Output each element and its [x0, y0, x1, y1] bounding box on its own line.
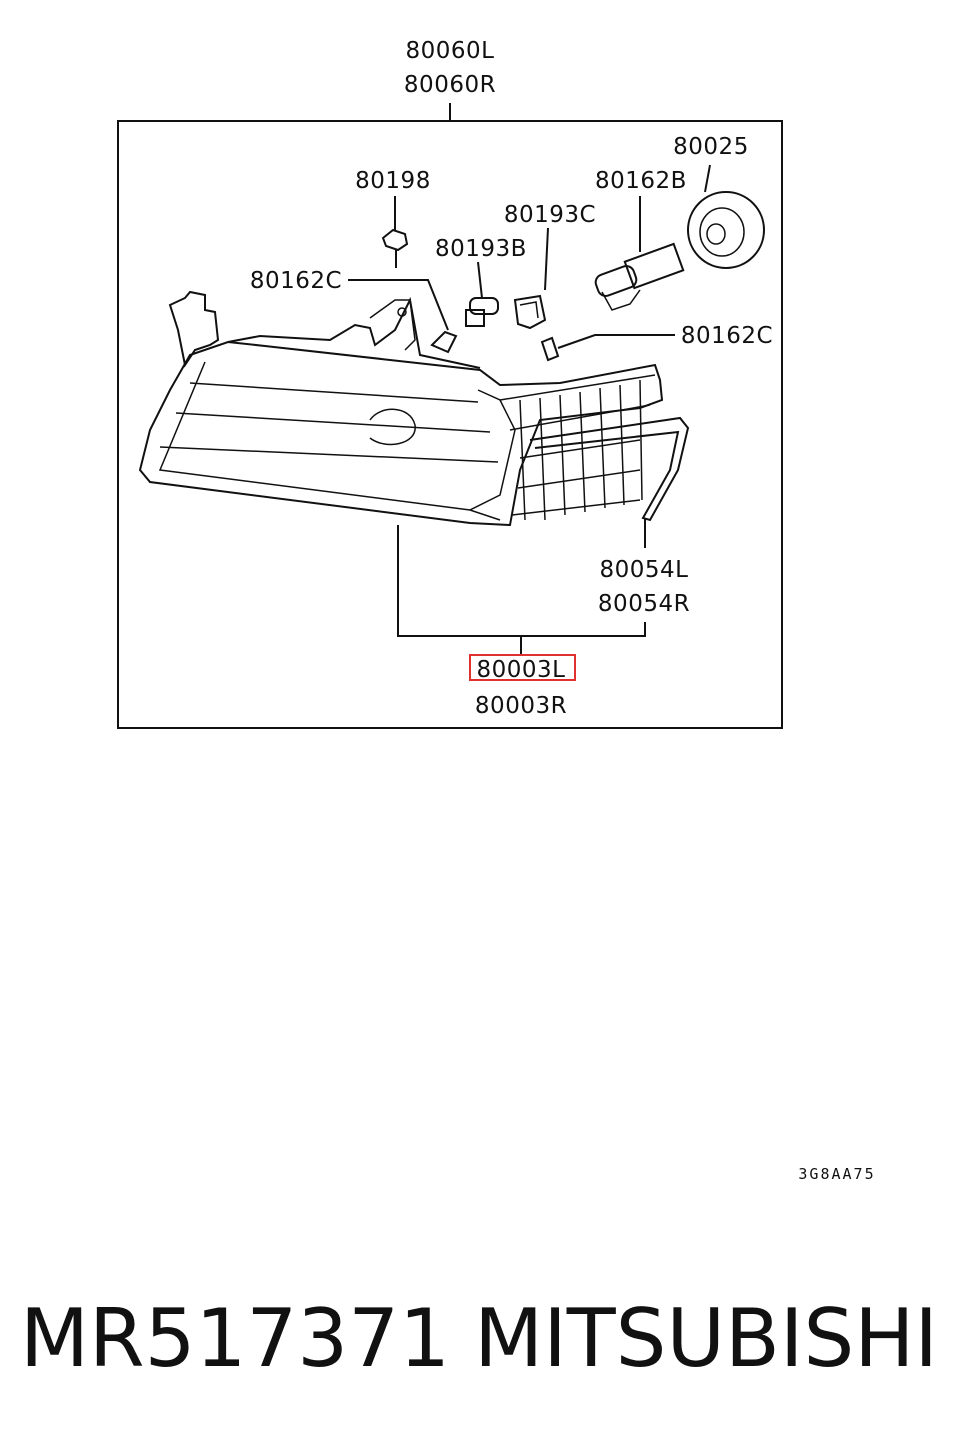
- footer-brand: MITSUBISHI: [474, 1292, 938, 1385]
- main-bulb-illustration: [594, 242, 685, 311]
- leader-80025: [704, 164, 711, 193]
- small-bulb-right-illustration: [540, 336, 560, 362]
- leader-80193c: [544, 227, 549, 291]
- label-80054l[interactable]: 80054L: [600, 557, 689, 583]
- leader-80193b: [477, 261, 483, 299]
- label-80162c-right[interactable]: 80162C: [681, 323, 773, 349]
- highlight-box: [469, 654, 576, 681]
- bulb-cover-illustration: [687, 191, 765, 269]
- headlamp-illustration: [138, 290, 690, 527]
- label-80162b[interactable]: 80162B: [595, 168, 687, 194]
- label-80193c[interactable]: 80193C: [504, 202, 596, 228]
- leader-80162c-left: [348, 279, 449, 331]
- label-80162c-left[interactable]: 80162C: [250, 268, 342, 294]
- label-assembly-r[interactable]: 80060R: [404, 72, 496, 98]
- leader-80162c-right: [557, 334, 675, 349]
- label-80054r[interactable]: 80054R: [598, 591, 690, 617]
- socket-b-illustration: [465, 297, 499, 327]
- footer-part-number: MR517371: [20, 1292, 450, 1385]
- label-80003l[interactable]: 80003L: [477, 657, 566, 683]
- small-bulb-left-illustration: [430, 330, 458, 354]
- label-80003r[interactable]: 80003R: [475, 693, 567, 719]
- diagram-code: 3G8AA75: [798, 1165, 875, 1183]
- screw-illustration: [381, 228, 409, 268]
- label-80198[interactable]: 80198: [355, 168, 431, 194]
- socket-c-illustration: [513, 294, 547, 330]
- label-80193b[interactable]: 80193B: [435, 236, 527, 262]
- label-assembly-l[interactable]: 80060L: [406, 38, 495, 64]
- label-80025[interactable]: 80025: [673, 134, 749, 160]
